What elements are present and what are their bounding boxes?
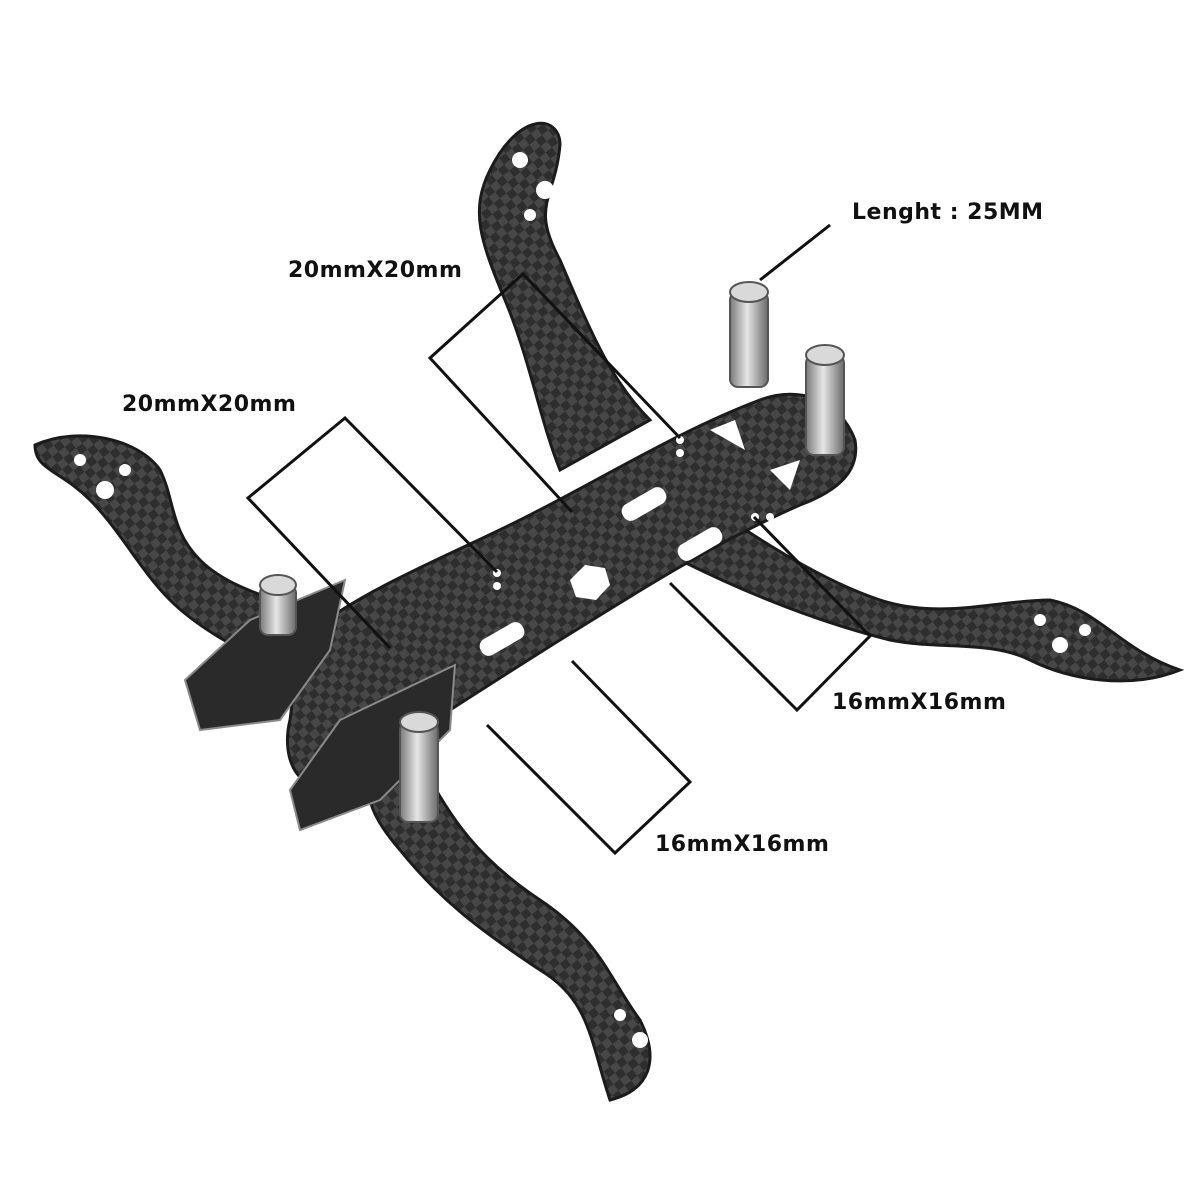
standoff-3 [259, 574, 297, 636]
carbon-frame [33, 121, 1185, 1102]
label-mount-top-20mm: 20mmX20mm [288, 258, 463, 283]
standoff-1 [729, 281, 769, 388]
standoff-4 [399, 711, 439, 823]
label-mount-left-20mm: 20mmX20mm [122, 392, 297, 417]
bracket-mount-bottom-16 [485, 659, 693, 856]
standoffs [259, 281, 845, 823]
bracket-mount-right-16 [668, 515, 873, 713]
annotation-lines [245, 223, 873, 856]
bracket-mount-top-20 [427, 271, 682, 514]
frame-cutouts [74, 152, 1091, 1076]
leader-standoff-length [759, 223, 831, 282]
arm-top [477, 121, 653, 473]
arm-bottom [368, 758, 652, 1102]
label-standoff-length: Lenght : 25MM [852, 200, 1044, 225]
camera-mount-brackets [183, 578, 457, 832]
label-mount-right-16mm: 16mmX16mm [832, 690, 1007, 715]
label-mount-bottom-16mm: 16mmX16mm [655, 832, 830, 857]
standoff-2 [805, 344, 845, 456]
bracket-mount-left-20 [245, 415, 499, 650]
